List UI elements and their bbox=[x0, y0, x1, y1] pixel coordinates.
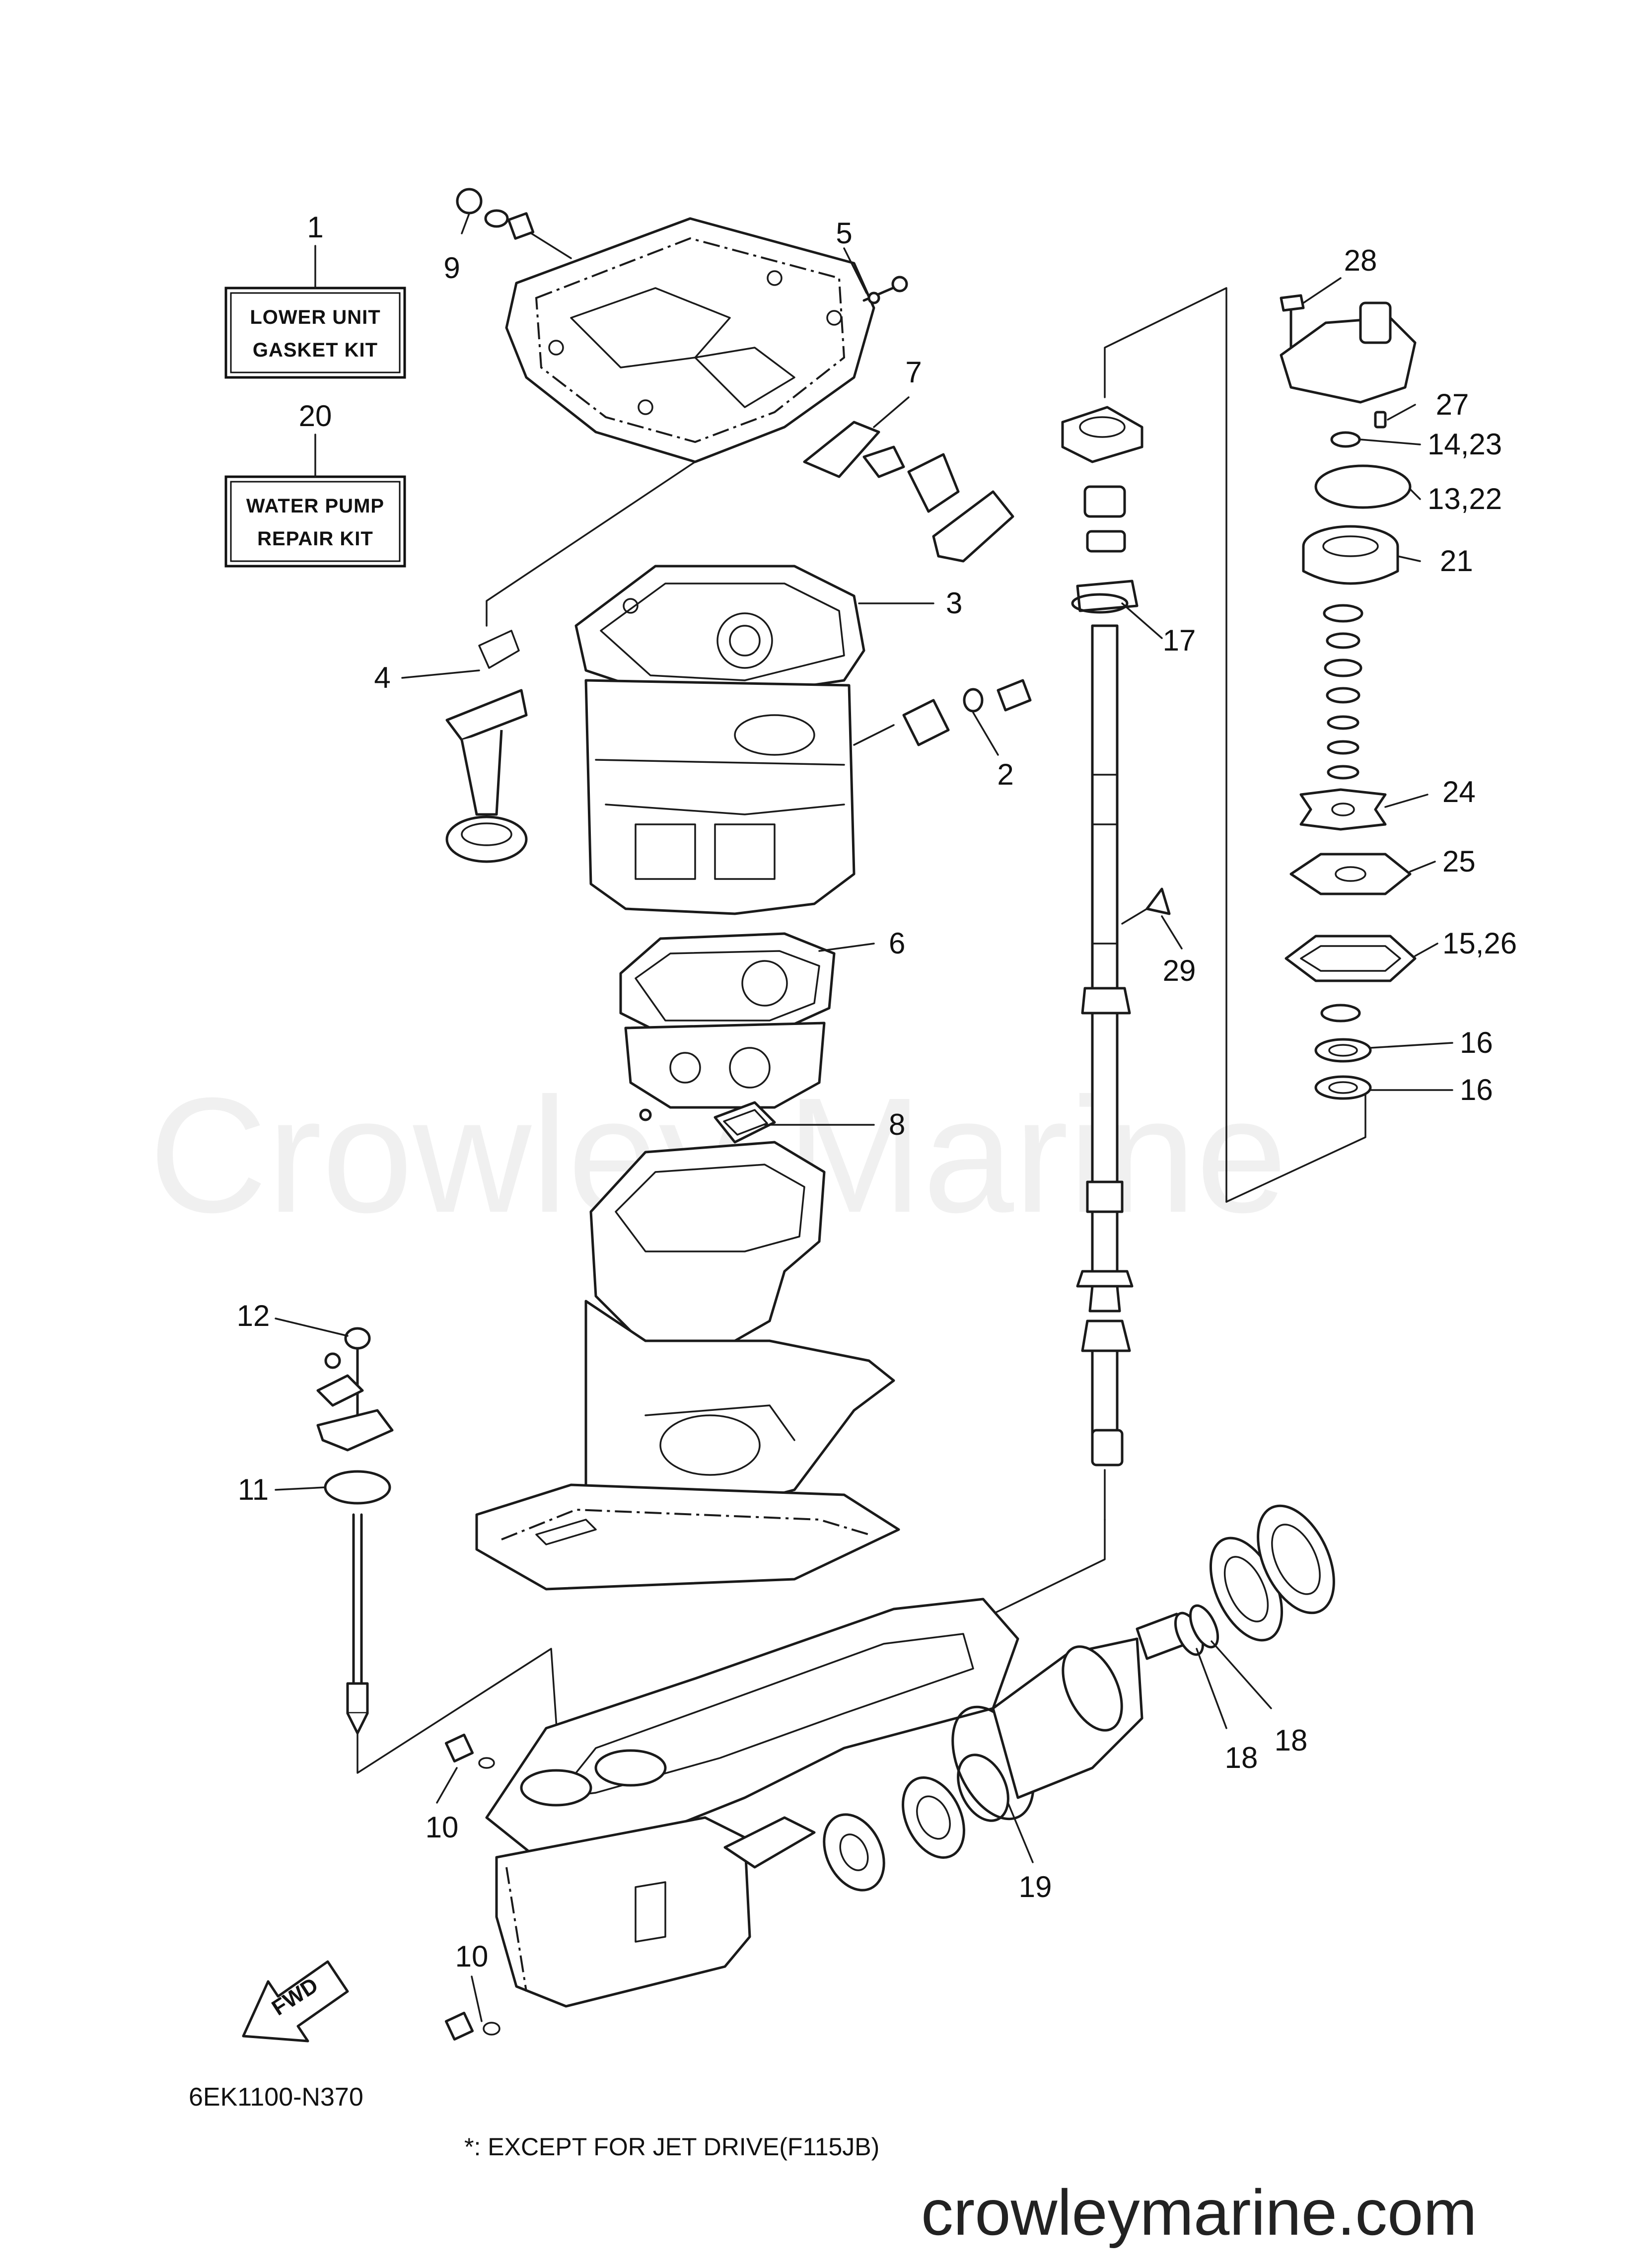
callout-17: 17 bbox=[1163, 624, 1196, 657]
part-27-pin bbox=[1374, 404, 1416, 429]
part-13-o-ring bbox=[1314, 464, 1421, 509]
pump-stack bbox=[1323, 604, 1363, 780]
part-5-bolt bbox=[843, 247, 908, 304]
callout-7: 7 bbox=[905, 356, 922, 389]
part-11-o-ring bbox=[275, 1470, 391, 1505]
callout-14-23: 14,23 bbox=[1428, 428, 1502, 461]
callout-10-lower: 10 bbox=[455, 1940, 489, 1973]
upper-casing-top bbox=[505, 217, 875, 463]
lower-gear-case bbox=[485, 1598, 1019, 2008]
kit-20-line1: WATER PUMP bbox=[246, 495, 384, 517]
callout-18-left: 18 bbox=[1225, 1741, 1258, 1774]
callout-28: 28 bbox=[1344, 244, 1377, 277]
part-24-impeller bbox=[1299, 788, 1428, 831]
part-18-seals bbox=[1174, 1604, 1272, 1729]
part-9-plug bbox=[456, 188, 572, 259]
drive-shaft bbox=[1061, 406, 1143, 1521]
callout-21: 21 bbox=[1440, 544, 1473, 578]
propeller-shaft-housing bbox=[992, 1612, 1188, 1799]
callout-12: 12 bbox=[237, 1299, 270, 1332]
callout-15-26: 15,26 bbox=[1442, 927, 1517, 960]
kit-20-line2: REPAIR KIT bbox=[257, 528, 373, 550]
callout-10-upper: 10 bbox=[426, 1811, 459, 1844]
part-21-insert-cartridge bbox=[1302, 525, 1421, 585]
part-10-plug-lower bbox=[444, 1975, 500, 2041]
callout-20: 20 bbox=[299, 399, 332, 433]
footnote: *: EXCEPT FOR JET DRIVE(F115JB) bbox=[464, 2133, 879, 2161]
kit-1-line1: LOWER UNIT bbox=[250, 306, 380, 328]
callout-25: 25 bbox=[1442, 845, 1476, 878]
part-3-gasket bbox=[574, 565, 934, 697]
callout-2: 2 bbox=[997, 758, 1013, 791]
part-17-seal bbox=[1071, 593, 1163, 639]
callout-8: 8 bbox=[889, 1108, 905, 1141]
callout-6: 6 bbox=[889, 927, 905, 960]
callout-5: 5 bbox=[836, 217, 852, 250]
part-28-housing bbox=[1280, 277, 1417, 404]
bearing-cage bbox=[1209, 1504, 1335, 1642]
website-label: crowleymarine.com bbox=[921, 2176, 1477, 2249]
callout-27: 27 bbox=[1436, 388, 1469, 421]
callout-24: 24 bbox=[1442, 775, 1476, 808]
callout-18-right: 18 bbox=[1275, 1724, 1308, 1757]
callout-3: 3 bbox=[946, 586, 962, 620]
kit-box-water-pump-repair: WATER PUMP REPAIR KIT bbox=[224, 434, 406, 568]
part-7-cover bbox=[803, 396, 1014, 563]
part-15-gasket bbox=[1285, 935, 1438, 982]
part-2-fitting bbox=[853, 679, 1032, 756]
callout-19: 19 bbox=[1019, 1870, 1052, 1903]
exhaust-casing bbox=[584, 679, 856, 915]
forward-gear bbox=[823, 1754, 1009, 1892]
part-14-o-ring bbox=[1330, 431, 1421, 448]
callout-1: 1 bbox=[307, 211, 323, 244]
part-25-outer-plate bbox=[1289, 853, 1436, 895]
spacer-plate bbox=[624, 1022, 826, 1121]
callout-29: 29 bbox=[1163, 954, 1196, 987]
diagram-code: 6EK1100-N370 bbox=[189, 2083, 363, 2112]
part-6-gasket bbox=[619, 932, 875, 1034]
midsection-casing bbox=[475, 1141, 900, 1591]
callout-16-lower: 16 bbox=[1460, 1073, 1493, 1106]
kit-box-lower-unit-gasket: LOWER UNIT GASKET KIT bbox=[224, 245, 406, 379]
part-10-plug-upper bbox=[436, 1733, 495, 1804]
fwd-arrow-icon: FWD bbox=[242, 1960, 349, 2043]
kit-1-line2: GASKET KIT bbox=[253, 339, 378, 361]
part-29-key bbox=[1121, 887, 1183, 950]
callout-11: 11 bbox=[238, 1473, 269, 1506]
water-tube-rod bbox=[346, 1513, 369, 1735]
part-4-dipstick bbox=[401, 630, 528, 863]
callout-4: 4 bbox=[374, 661, 390, 694]
part-12-water-tube bbox=[275, 1317, 394, 1452]
callout-16-upper: 16 bbox=[1460, 1026, 1493, 1059]
callout-13-22: 13,22 bbox=[1428, 482, 1502, 515]
part-16-oil-seals bbox=[1314, 1004, 1453, 1100]
part-8-seal bbox=[714, 1101, 875, 1144]
callout-9: 9 bbox=[443, 251, 460, 285]
